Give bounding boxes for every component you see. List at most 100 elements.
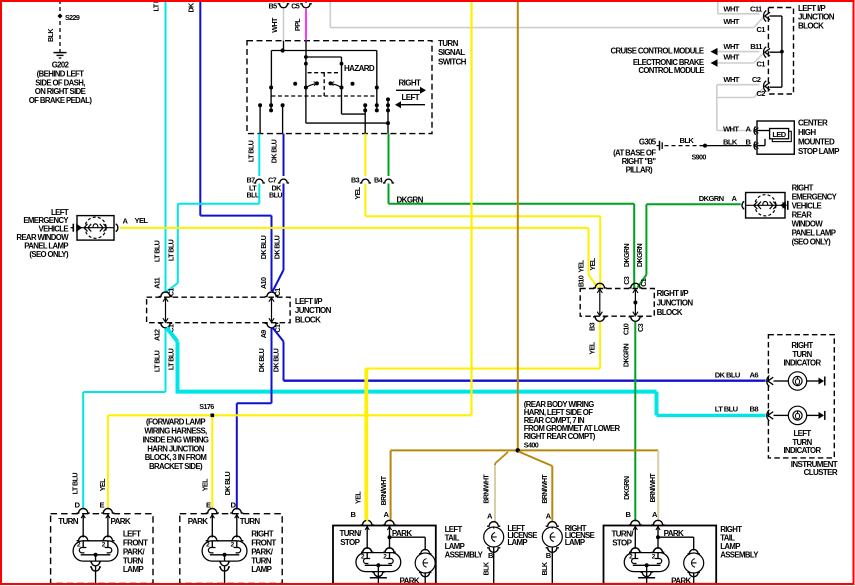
svg-text:DKGRN: DKGRN [622,476,631,500]
svg-text:A: A [487,511,493,520]
svg-text:TURN: TURN [251,556,272,565]
svg-text:BLOCK, 3 IN FROM: BLOCK, 3 IN FROM [145,453,207,462]
svg-text:DK BLU: DK BLU [223,472,232,496]
svg-text:PPL: PPL [293,18,302,31]
svg-text:C3: C3 [636,323,645,332]
svg-text:LEFT: LEFT [793,429,811,438]
svg-text:LAMP: LAMP [123,565,144,574]
svg-text:HARN JUNCTION: HARN JUNCTION [147,444,204,453]
svg-text:2: 2 [383,553,387,560]
svg-text:C10: C10 [621,323,630,335]
svg-text:LT BLU: LT BLU [153,240,162,262]
svg-text:BLK: BLK [680,136,695,145]
svg-text:DKGRN: DKGRN [699,194,724,203]
svg-text:FRONT: FRONT [251,539,276,548]
svg-text:E: E [100,501,105,510]
svg-text:C1: C1 [273,324,282,333]
svg-text:HAZARD: HAZARD [344,64,375,73]
svg-text:ELECTRONIC BRAKE: ELECTRONIC BRAKE [633,58,704,67]
svg-text:CRUISE CONTROL MODULE: CRUISE CONTROL MODULE [611,47,704,56]
svg-text:S176: S176 [199,402,214,411]
svg-text:BRN/WHT: BRN/WHT [484,474,491,504]
svg-text:DK BLU: DK BLU [257,348,266,372]
svg-text:A: A [732,194,738,203]
svg-text:BRN/WHT: BRN/WHT [542,474,549,504]
svg-text:YEL: YEL [201,478,210,491]
svg-text:DK BLU: DK BLU [270,139,279,163]
svg-text:SIGNAL: SIGNAL [438,48,465,57]
svg-text:C2: C2 [756,89,765,98]
svg-text:YEL: YEL [135,216,149,225]
svg-text:ASSEMBLY: ASSEMBLY [720,551,759,560]
svg-text:PANEL LAMP: PANEL LAMP [792,229,836,238]
svg-text:LEFT: LEFT [402,93,420,102]
svg-text:A: A [123,217,129,226]
svg-text:D: D [231,501,237,510]
svg-text:BLK: BLK [723,138,738,147]
svg-text:RIGHT "B": RIGHT "B" [622,157,657,166]
svg-text:C1: C1 [273,288,282,297]
svg-text:LT B: LT B [152,0,161,11]
svg-text:A12: A12 [153,329,162,341]
svg-text:B7: B7 [247,175,256,184]
svg-text:TURN: TURN [438,39,459,48]
svg-text:PANEL LAMP: PANEL LAMP [24,241,68,250]
svg-text:C11: C11 [750,4,763,13]
svg-text:D: D [75,501,81,510]
svg-text:LT: LT [249,183,257,192]
svg-text:C7: C7 [268,175,277,184]
svg-text:(SEO ONLY): (SEO ONLY) [792,238,832,247]
svg-text:HARN, LEFT SIDE OF: HARN, LEFT SIDE OF [524,408,593,417]
svg-text:HIGH: HIGH [798,128,816,137]
svg-text:G202: G202 [52,61,70,70]
svg-text:B: B [488,551,494,560]
svg-text:CENTER: CENTER [798,118,828,127]
svg-text:LT BLU: LT BLU [153,350,162,372]
svg-text:PARK/: PARK/ [123,547,146,556]
svg-text:C1: C1 [639,278,648,287]
svg-text:LEFT: LEFT [123,530,141,539]
svg-text:TURN: TURN [792,438,812,447]
svg-text:2: 2 [206,542,210,549]
svg-text:CLUSTER: CLUSTER [804,468,838,477]
svg-text:LED: LED [772,130,786,139]
svg-text:B: B [351,510,357,519]
svg-text:B: B [626,510,632,519]
svg-text:C1: C1 [167,324,176,333]
svg-text:DK BLU: DK BLU [259,235,268,259]
svg-text:LAMP: LAMP [445,542,465,551]
svg-text:LICENSE: LICENSE [565,531,595,540]
svg-text:VEHICLE: VEHICLE [39,225,69,234]
svg-text:E: E [206,501,211,510]
svg-text:OF BRAKE PEDAL): OF BRAKE PEDAL) [29,96,93,105]
svg-text:INDICATOR: INDICATOR [783,446,821,455]
svg-text:A: A [652,510,658,519]
svg-text:A: A [746,124,752,133]
svg-text:B: B [546,551,552,560]
svg-text:TURN/: TURN/ [340,529,363,538]
svg-text:LAMP: LAMP [565,538,585,547]
svg-text:LEFT: LEFT [507,524,525,533]
svg-text:LEFT: LEFT [51,208,69,217]
svg-text:A6: A6 [750,370,759,379]
svg-text:2: 2 [77,542,81,549]
svg-text:TURN: TURN [58,517,79,526]
svg-text:BLOCK: BLOCK [295,315,321,324]
svg-text:INDICATOR: INDICATOR [783,358,821,367]
svg-text:WHT: WHT [723,75,739,84]
svg-text:PARK: PARK [671,576,691,585]
svg-text:WINDOW: WINDOW [792,220,824,229]
svg-text:B11: B11 [750,42,763,51]
svg-text:BLK: BLK [482,561,491,575]
svg-text:(FORWARD LAMP: (FORWARD LAMP [146,418,205,427]
svg-text:DK B: DK B [186,0,195,13]
svg-text:LEFT: LEFT [445,525,463,534]
svg-text:REAR COMPT, 7 IN: REAR COMPT, 7 IN [524,416,585,425]
svg-text:REAR WINDOW: REAR WINDOW [16,233,69,242]
svg-text:WHT: WHT [723,4,739,13]
svg-text:LAMP: LAMP [720,542,740,551]
svg-text:DKGRN: DKGRN [397,196,424,205]
svg-text:PARK: PARK [392,529,412,538]
svg-text:S229: S229 [65,13,80,22]
svg-text:BLK: BLK [46,28,55,42]
